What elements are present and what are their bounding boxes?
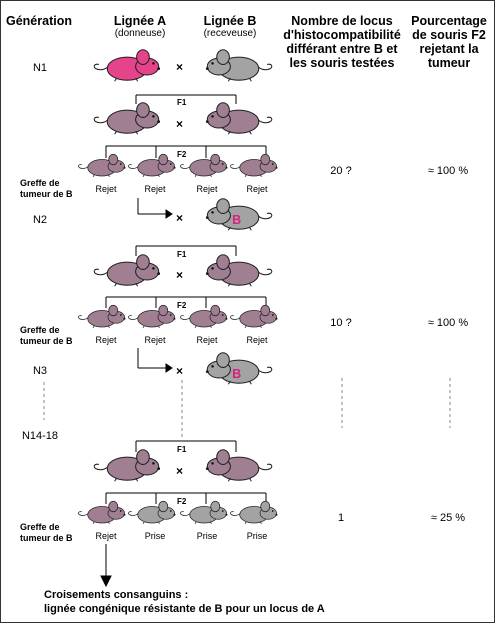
percent-value-row1: ≈ 100 %	[427, 165, 469, 177]
mouse-f2	[180, 153, 228, 178]
cross-symbol-f1-3: ×	[176, 464, 184, 478]
arrow-head	[100, 575, 112, 588]
generation-n2: N2	[32, 214, 48, 226]
cross-symbol-n2: ×	[176, 211, 184, 225]
cross-symbol-f1-2: ×	[176, 268, 184, 282]
mouse-f1	[93, 102, 161, 135]
mouse-f2	[230, 500, 278, 525]
label-f1-2: F1	[177, 250, 187, 259]
header-pct-2: de souris F2	[412, 28, 486, 42]
label-f2-2: F2	[177, 301, 187, 310]
generation-n1: N1	[32, 62, 48, 74]
mouse-f1	[93, 449, 161, 482]
outcome-label: Rejet	[144, 184, 166, 194]
graft-label-2b: tumeur de B	[20, 336, 73, 346]
header-locus-3: différant entre B et	[286, 42, 398, 56]
outcome-label: Rejet	[95, 531, 117, 541]
mouse-line-b	[205, 49, 273, 82]
header-line-b: Lignée B	[203, 14, 257, 28]
percent-value-row3: ≈ 25 %	[430, 512, 466, 524]
header-locus-2: d'histocompatibilité	[283, 28, 401, 42]
graft-label-3a: Greffe de	[20, 522, 60, 532]
mouse-b-letter: B	[232, 213, 241, 227]
mouse-f2	[128, 304, 176, 329]
mouse-f2	[180, 500, 228, 525]
arrow-head	[165, 363, 173, 373]
locus-value-row3: 1	[337, 512, 345, 524]
header-line-b-sub: (receveuse)	[203, 28, 257, 39]
mouse-b-letter: B	[232, 367, 241, 381]
arrow-head	[165, 209, 173, 219]
generation-n14-18: N14-18	[21, 430, 59, 442]
header-pct-1: Pourcentage	[411, 14, 487, 28]
header-locus-1: Nombre de locus	[291, 14, 393, 28]
cross-symbol-n3: ×	[176, 364, 184, 378]
header-pct-4: tumeur	[427, 56, 471, 70]
graft-label-2a: Greffe de	[20, 325, 60, 335]
mouse-f2	[128, 153, 176, 178]
outcome-label: Prise	[246, 531, 268, 541]
mouse-f2	[128, 500, 176, 525]
mouse-f2	[230, 153, 278, 178]
locus-value-row1: 20 ?	[330, 165, 352, 177]
header-locus-4: les souris testées	[289, 56, 395, 70]
outcome-label: Rejet	[196, 184, 218, 194]
label-f2-3: F2	[177, 497, 187, 506]
mouse-f2	[230, 304, 278, 329]
mouse-f2	[78, 153, 126, 178]
outcome-label: Prise	[144, 531, 166, 541]
label-f1-3: F1	[177, 445, 187, 454]
header-line-a: Lignée A	[113, 14, 167, 28]
mouse-f2	[78, 500, 126, 525]
outcome-label: Rejet	[196, 335, 218, 345]
graft-label-1a: Greffe de	[20, 178, 60, 188]
cross-symbol-n1: ×	[176, 60, 184, 74]
header-line-a-sub: (donneuse)	[114, 28, 166, 39]
mouse-f2	[78, 304, 126, 329]
mouse-f1	[205, 102, 273, 135]
mouse-f2	[180, 304, 228, 329]
locus-value-row2: 10 ?	[330, 317, 352, 329]
mouse-f1	[205, 254, 273, 287]
cross-symbol-f1-1: ×	[176, 117, 184, 131]
outcome-label: Rejet	[246, 184, 268, 194]
mouse-line-a	[93, 49, 161, 82]
percent-value-row2: ≈ 100 %	[427, 317, 469, 329]
footer-line-1: Croisements consanguins :	[44, 589, 189, 601]
outcome-label: Rejet	[246, 335, 268, 345]
label-f2-1: F2	[177, 150, 187, 159]
generation-n3: N3	[32, 365, 48, 377]
footer-line-2: lignée congénique résistante de B pour u…	[44, 603, 325, 615]
outcome-label: Rejet	[144, 335, 166, 345]
label-f1-1: F1	[177, 98, 187, 107]
outcome-label: Rejet	[95, 335, 117, 345]
mouse-f1	[205, 449, 273, 482]
header-pct-3: rejetant la	[419, 42, 479, 56]
mouse-f1	[93, 254, 161, 287]
header-generation: Génération	[6, 14, 72, 28]
graft-label-1b: tumeur de B	[20, 189, 73, 199]
outcome-label: Rejet	[95, 184, 117, 194]
outcome-label: Prise	[196, 531, 218, 541]
graft-label-3b: tumeur de B	[20, 533, 73, 543]
